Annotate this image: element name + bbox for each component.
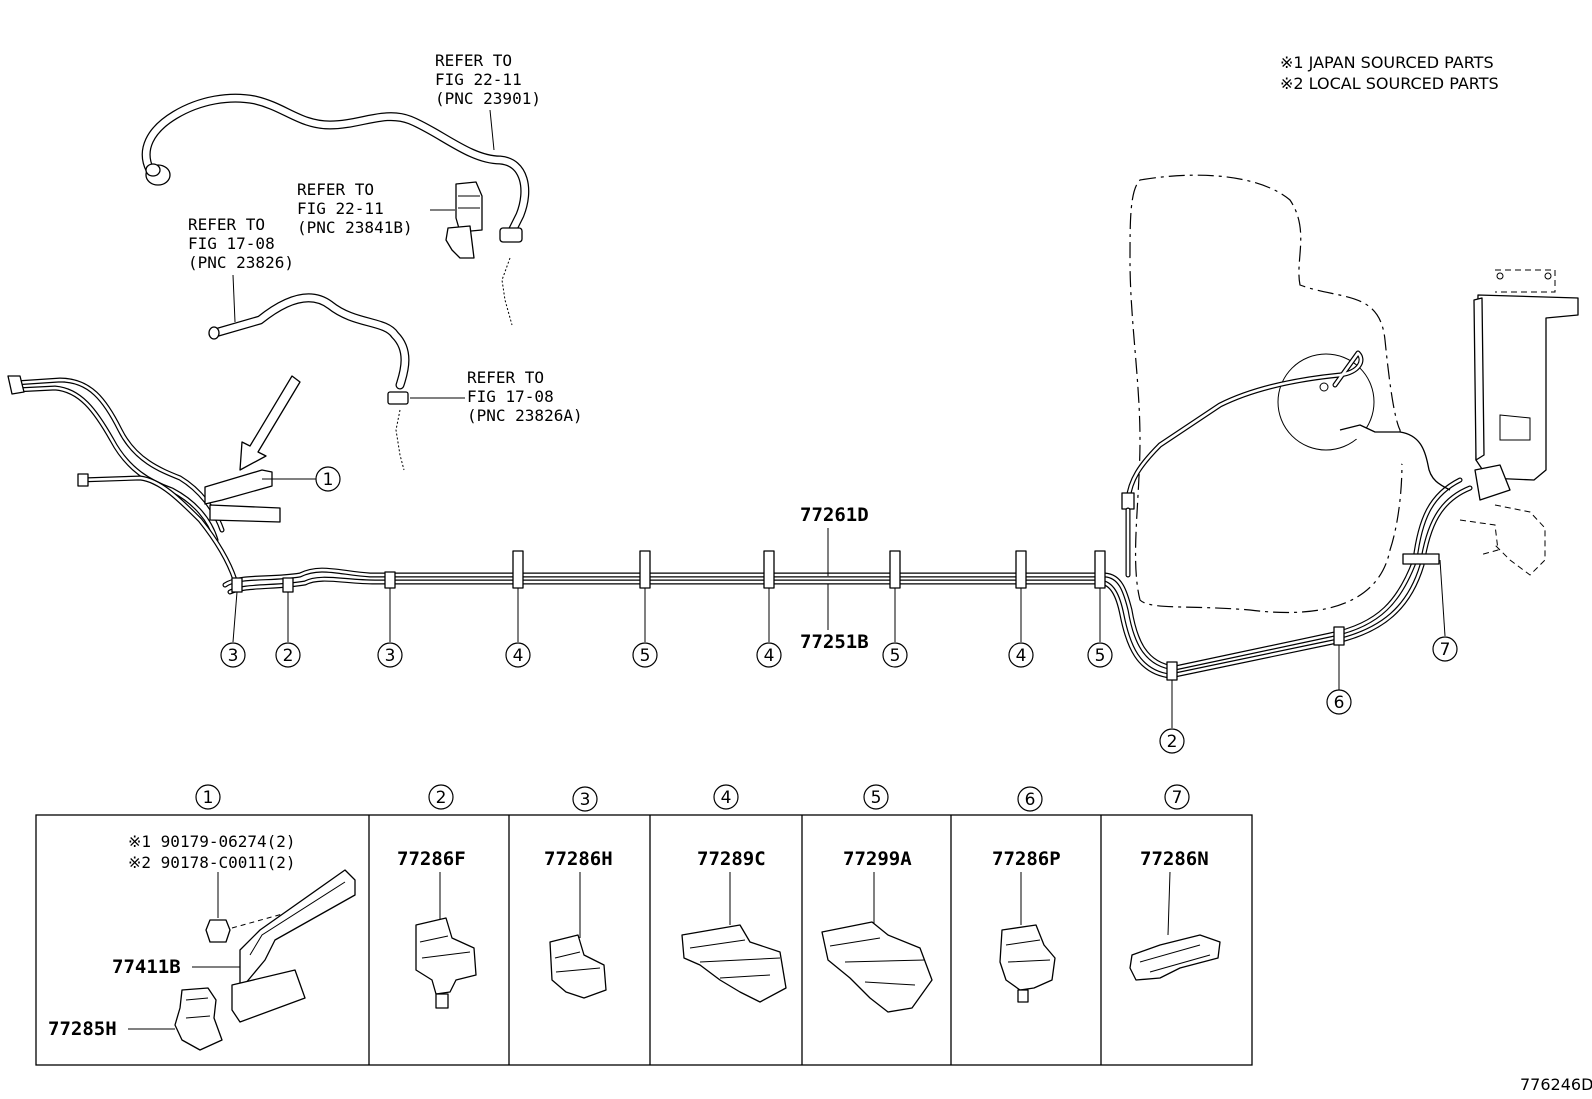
- detail-header-1: 1: [195, 784, 221, 810]
- detail-header-2: 2: [428, 784, 454, 810]
- svg-text:FIG 22-11: FIG 22-11: [297, 199, 384, 218]
- callout-7-a: 7: [1432, 636, 1458, 662]
- clip-77286p[interactable]: [999, 924, 1056, 1003]
- clip-77299a[interactable]: [821, 921, 933, 1013]
- left-pipe-assembly[interactable]: [7, 375, 238, 583]
- callout-4-c: 4: [1008, 642, 1034, 668]
- svg-text:(PNC 23841B): (PNC 23841B): [297, 218, 413, 237]
- bolt-part-japan: ※1 90179-06274(2): [128, 832, 296, 851]
- svg-text:4: 4: [513, 646, 524, 666]
- clip-77286h[interactable]: [549, 934, 607, 999]
- svg-text:5: 5: [640, 646, 651, 666]
- clamp-23826a[interactable]: [387, 391, 409, 471]
- svg-text:2: 2: [1167, 732, 1178, 752]
- label-77289c: 77289C: [697, 848, 766, 870]
- svg-text:REFER TO: REFER TO: [435, 51, 512, 70]
- callout-6-a: 6: [1326, 689, 1352, 715]
- label-77286h: 77286H: [544, 848, 613, 870]
- callout-5-a: 5: [632, 642, 658, 668]
- detail-table: [35, 814, 1253, 1066]
- label-77286f: 77286F: [397, 848, 466, 870]
- label-77285h: 77285H: [48, 1018, 117, 1040]
- detail-header-6: 6: [1017, 786, 1043, 812]
- label-77411b: 77411B: [112, 956, 181, 978]
- svg-text:5: 5: [1095, 646, 1106, 666]
- detail-header-4: 4: [713, 784, 739, 810]
- hose-23901[interactable]: [141, 93, 530, 326]
- label-77299a: 77299A: [843, 848, 912, 870]
- detail-header-7: 7: [1164, 784, 1190, 810]
- svg-text:7: 7: [1172, 788, 1183, 808]
- label-77261d: 77261D: [800, 504, 869, 526]
- svg-text:2: 2: [436, 788, 447, 808]
- svg-text:5: 5: [871, 788, 882, 808]
- svg-text:2: 2: [283, 646, 294, 666]
- svg-text:FIG 17-08: FIG 17-08: [467, 387, 554, 406]
- svg-text:FIG 17-08: FIG 17-08: [188, 234, 275, 253]
- svg-text:3: 3: [228, 646, 239, 666]
- bolt-part-local: ※2 90178-C0011(2): [128, 853, 296, 872]
- ref-label-23841b: REFER TO FIG 22-11 (PNC 23841B): [297, 180, 413, 237]
- clip-77285h[interactable]: [174, 987, 223, 1051]
- svg-text:1: 1: [323, 470, 334, 490]
- svg-text:REFER TO: REFER TO: [188, 215, 265, 234]
- detail-header-3: 3: [572, 786, 598, 812]
- bracket-77411b-installed[interactable]: [204, 469, 281, 523]
- leader-23826: [232, 274, 236, 323]
- svg-text:3: 3: [580, 790, 591, 810]
- svg-text:1: 1: [203, 788, 214, 808]
- callout-3-a: 3: [220, 642, 246, 668]
- bracket-77411b[interactable]: [231, 869, 356, 1023]
- callout-leaders: [232, 559, 1446, 728]
- hose-23826[interactable]: [208, 293, 410, 390]
- fuel-tank-outline: [1129, 174, 1403, 614]
- figure-id: 776246D: [1520, 1075, 1592, 1094]
- line-clips: [231, 550, 1440, 681]
- svg-text:5: 5: [890, 646, 901, 666]
- note-local-sourced: ※2 LOCAL SOURCED PARTS: [1280, 74, 1499, 93]
- callout-4-b: 4: [756, 642, 782, 668]
- clip-77286n[interactable]: [1129, 934, 1221, 981]
- brake-line-77251b[interactable]: [227, 485, 1473, 679]
- label-77286p: 77286P: [992, 848, 1061, 870]
- svg-text:FIG 22-11: FIG 22-11: [435, 70, 522, 89]
- clip-77289c[interactable]: [681, 924, 787, 1003]
- svg-text:4: 4: [1016, 646, 1027, 666]
- callout-4-a: 4: [505, 642, 531, 668]
- ref-label-23826a: REFER TO FIG 17-08 (PNC 23826A): [467, 368, 583, 425]
- callout-3-b: 3: [377, 642, 403, 668]
- callout-2-b: 2: [1159, 728, 1185, 754]
- svg-text:(PNC 23826A): (PNC 23826A): [467, 406, 583, 425]
- note-japan-sourced: ※1 JAPAN SOURCED PARTS: [1280, 53, 1494, 72]
- callout-5-b: 5: [882, 642, 908, 668]
- svg-text:(PNC 23901): (PNC 23901): [435, 89, 541, 108]
- svg-text:4: 4: [721, 788, 732, 808]
- clip-77286f[interactable]: [415, 917, 477, 1009]
- valve-23841b[interactable]: [445, 181, 483, 259]
- leader-77286n: [1167, 871, 1171, 936]
- view-direction-arrow: [239, 375, 301, 471]
- svg-text:REFER TO: REFER TO: [297, 180, 374, 199]
- svg-text:4: 4: [764, 646, 775, 666]
- detail-header-5: 5: [863, 784, 889, 810]
- label-77251b: 77251B: [800, 631, 869, 653]
- svg-text:3: 3: [385, 646, 396, 666]
- callout-1-top: 1: [315, 466, 341, 492]
- charcoal-canister[interactable]: [1339, 269, 1579, 576]
- callout-2-a: 2: [275, 642, 301, 668]
- tank-fuel-pipe[interactable]: [1121, 350, 1364, 578]
- svg-text:(PNC 23826): (PNC 23826): [188, 253, 294, 272]
- svg-text:6: 6: [1334, 693, 1345, 713]
- svg-text:6: 6: [1025, 790, 1036, 810]
- ref-label-23901: REFER TO FIG 22-11 (PNC 23901): [435, 51, 541, 108]
- leader-23901: [489, 109, 495, 151]
- ref-label-23826: REFER TO FIG 17-08 (PNC 23826): [188, 215, 294, 272]
- svg-text:7: 7: [1440, 640, 1451, 660]
- label-77286n: 77286N: [1140, 848, 1209, 870]
- callout-5-c: 5: [1087, 642, 1113, 668]
- svg-text:REFER TO: REFER TO: [467, 368, 544, 387]
